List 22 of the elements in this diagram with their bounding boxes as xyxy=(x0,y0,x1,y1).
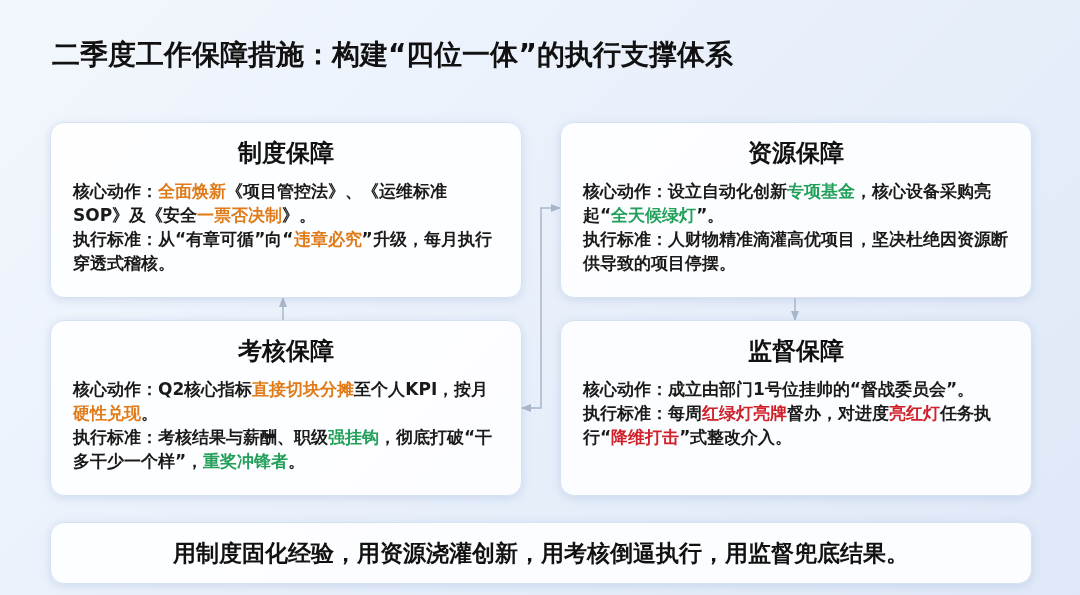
card xyxy=(50,320,522,496)
card-heading: 考核保障 xyxy=(237,336,335,367)
card-text: 执行标准：从“有章可循”向“违章必究”升级，每月执行穿透式稽核。 xyxy=(73,228,493,275)
arrow xyxy=(278,296,288,321)
card-heading: 监督保障 xyxy=(747,336,845,367)
card xyxy=(560,320,1032,496)
card-text: 核心动作：全面焕新《项目管控法》、《运维标准SOP》及《安全一票否决制》。 xyxy=(73,180,448,227)
card-text: 执行标准：每周红绿灯亮牌督办，对进度亮红灯任务执行“降维打击”式整改介入。 xyxy=(583,402,992,449)
card-text: 核心动作：成立由部门1号位挂帅的“督战委员会”。 xyxy=(583,378,976,401)
summary-text: 用制度固化经验，用资源浇灌创新，用考核倒逼执行，用监督兜底结果。 xyxy=(173,538,909,568)
card-text: 执行标准：人财物精准滴灌高优项目，坚决杜绝因资源断供导致的项目停摆。 xyxy=(583,228,1009,275)
card-text: 核心动作：设立自动化创新专项基金，核心设备采购亮起“全天候绿灯”。 xyxy=(583,180,992,227)
card xyxy=(50,122,522,298)
page-title: 二季度工作保障措施：构建“四位一体”的执行支撑体系 xyxy=(52,37,733,73)
card-heading: 制度保障 xyxy=(236,138,335,169)
card-text: 执行标准：考核结果与薪酬、职级强挂钩，彻底打破“干多干少一个样”，重奖冲锋者。 xyxy=(73,426,494,473)
arrow xyxy=(790,297,800,322)
card xyxy=(560,122,1032,298)
summary-banner xyxy=(50,522,1032,584)
arrow xyxy=(520,203,562,413)
card-text: 核心动作：Q2核心指标直接切块分摊至个人KPI，按月硬性兑现。 xyxy=(73,378,490,425)
card-heading: 资源保障 xyxy=(747,138,845,169)
